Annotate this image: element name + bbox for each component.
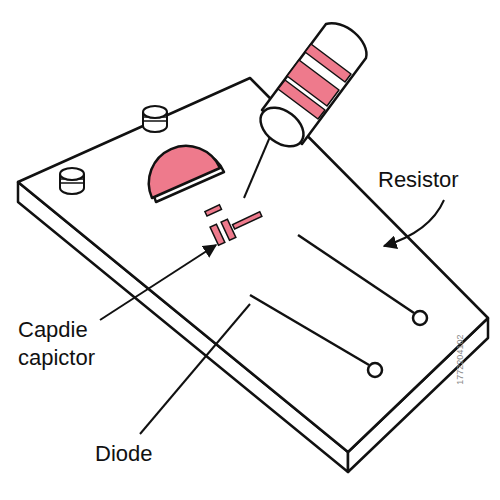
part-label: Capdie capictor — [18, 316, 118, 371]
watermark-id: 1772204102 — [455, 335, 466, 385]
capacitor-symbol — [205, 205, 262, 246]
board-traces — [250, 235, 427, 377]
resistor-symbol — [244, 23, 366, 198]
board-top — [18, 78, 488, 452]
leader-lines — [100, 200, 444, 434]
half-disc-component — [149, 146, 224, 202]
part-label: Diode — [95, 440, 152, 468]
part-label: Resistor — [378, 166, 459, 194]
